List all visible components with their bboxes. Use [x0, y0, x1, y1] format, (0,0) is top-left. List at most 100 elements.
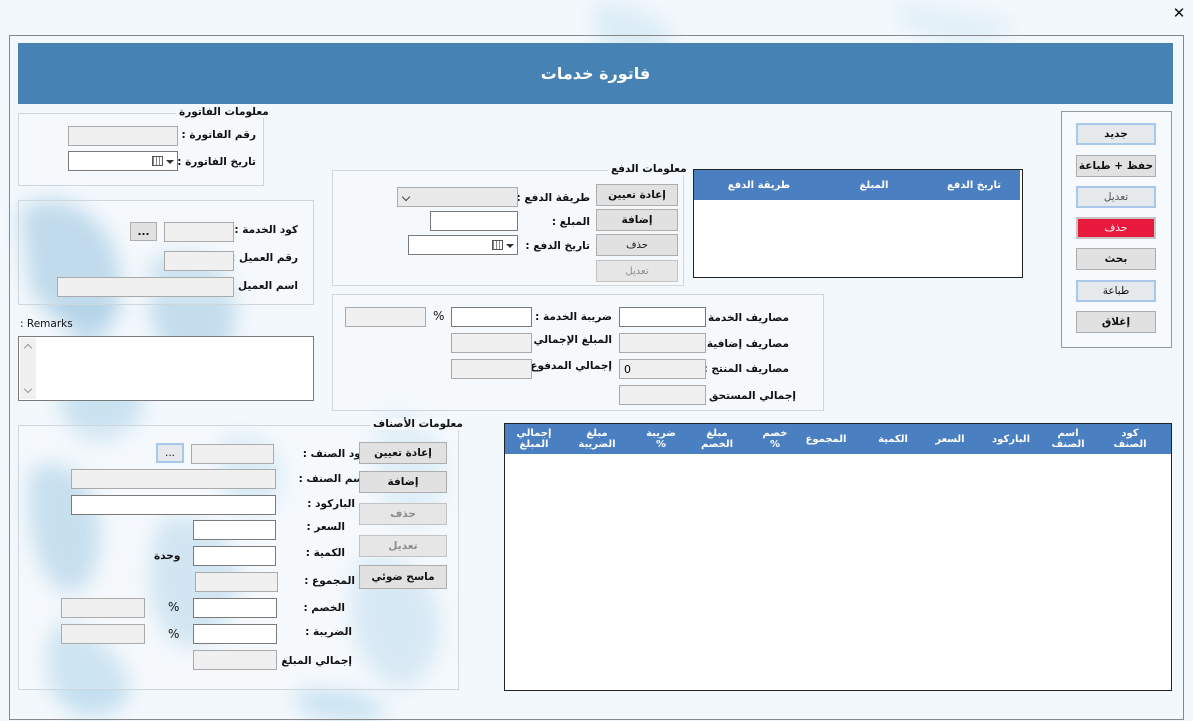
item-reset-button[interactable]: إعادة تعيين [359, 442, 447, 464]
payment-date-label: تاريخ الدفع : [525, 240, 590, 252]
payment-amount-label: المبلغ : [551, 216, 590, 228]
calendar-icon [152, 156, 163, 166]
discount-amount-field[interactable] [61, 598, 145, 618]
grid-header-tax-percent[interactable]: ضريبة% [646, 428, 676, 450]
dropdown-arrow-icon [506, 244, 514, 248]
page-title: فاتورة خدمات [540, 64, 651, 83]
payment-edit-button[interactable]: تعديل [596, 260, 678, 282]
remarks-scrollbar[interactable] [20, 338, 36, 399]
customer-number-label: رقم العميل : [231, 252, 298, 264]
remarks-textarea[interactable] [18, 336, 314, 401]
barcode-scanner-button[interactable]: ماسح ضوئي [359, 565, 447, 589]
customer-name-field[interactable] [57, 277, 234, 297]
item-name-field[interactable] [71, 469, 276, 489]
grid-header-price[interactable]: السعر [935, 434, 965, 445]
grid-header-barcode[interactable]: الباركود [992, 434, 1030, 445]
items-info-title: معلومات الأصناف [370, 418, 466, 430]
service-tax-percent-symbol: % [433, 309, 445, 323]
tax-amount-field[interactable] [61, 624, 145, 644]
delete-button[interactable]: حذف [1076, 217, 1156, 239]
service-tax-label: ضريبة الخدمة : [535, 311, 612, 323]
payment-info-title: معلومات الدفع [608, 163, 690, 175]
service-tax-amount-field[interactable] [345, 307, 426, 327]
payment-grid[interactable]: تاريخ الدفع المبلغ طريقة الدفع [693, 169, 1023, 278]
total-paid-field[interactable] [451, 359, 532, 379]
grid-header-amount[interactable]: المبلغ [859, 180, 889, 191]
payment-add-button[interactable]: إضافة [596, 209, 678, 231]
grid-header-total[interactable]: المجموع [805, 434, 847, 445]
tax-label: الضريبة : [305, 626, 352, 638]
quantity-field[interactable] [193, 546, 276, 566]
calendar-icon [492, 240, 503, 250]
chevron-down-icon [401, 192, 411, 202]
invoice-date-label: تاريخ الفاتورة : [177, 156, 256, 168]
payment-date-picker[interactable] [408, 235, 518, 255]
new-button[interactable]: جديد [1076, 123, 1156, 145]
remarks-label: : Remarks [20, 318, 73, 330]
payment-delete-button[interactable]: حذف [596, 234, 678, 256]
scroll-up-icon[interactable] [23, 343, 33, 353]
item-delete-button[interactable]: حذف [359, 503, 447, 525]
gross-amount-label: المبلغ الإجمالي : [525, 334, 612, 346]
item-total-field[interactable] [195, 572, 278, 592]
payment-amount-field[interactable] [430, 211, 518, 231]
total-due-field[interactable] [619, 385, 706, 405]
item-edit-button[interactable]: تعديل [359, 535, 447, 557]
item-add-button[interactable]: إضافة [359, 471, 447, 493]
grid-header-payment-method[interactable]: طريقة الدفع [727, 180, 791, 191]
edit-button[interactable]: تعديل [1076, 186, 1156, 208]
barcode-field[interactable] [71, 495, 276, 515]
quantity-label: الكمية : [305, 547, 345, 559]
grid-header-quantity[interactable]: الكمية [878, 434, 908, 445]
extra-charges-field[interactable] [619, 333, 706, 353]
price-label: السعر : [306, 521, 345, 533]
item-code-label: كود الصنف : [302, 448, 367, 460]
service-code-field[interactable] [164, 222, 234, 242]
invoice-info-group [18, 113, 264, 186]
total-due-label: إجمالي المستحق : [701, 390, 796, 402]
tax-field[interactable] [193, 624, 277, 644]
price-field[interactable] [193, 520, 276, 540]
save-print-button[interactable]: حفظ + طباعة [1076, 155, 1156, 177]
item-browse-button[interactable]: ... [156, 443, 184, 463]
service-tax-field[interactable] [451, 307, 532, 327]
grid-header-payment-date[interactable]: تاريخ الدفع [946, 180, 1002, 191]
payment-method-label: طريقة الدفع : [516, 192, 590, 204]
grid-header-discount-percent[interactable]: خصم% [762, 428, 788, 450]
close-button[interactable]: إغلاق [1076, 311, 1156, 333]
total-paid-label: إجمالي المدفوع : [522, 360, 612, 372]
product-charges-label: مصاريف المنتج : [703, 363, 789, 375]
dropdown-arrow-icon [166, 160, 174, 164]
product-charges-field[interactable] [619, 359, 706, 379]
search-button[interactable]: بحث [1076, 248, 1156, 270]
tax-percent-symbol: % [168, 627, 180, 641]
customer-number-field[interactable] [164, 251, 234, 271]
scroll-down-icon[interactable] [23, 384, 33, 394]
print-button[interactable]: طباعة [1076, 280, 1156, 302]
barcode-label: الباركود : [307, 498, 355, 510]
payment-method-select[interactable] [397, 187, 518, 207]
item-total-amount-field[interactable] [193, 650, 277, 670]
gross-amount-field[interactable] [451, 333, 532, 353]
unit-label: وحدة [154, 550, 181, 562]
service-charges-field[interactable] [619, 307, 706, 327]
invoice-number-field[interactable] [68, 126, 178, 146]
invoice-date-picker[interactable] [68, 151, 178, 171]
item-code-field[interactable] [191, 444, 274, 464]
service-code-label: كود الخدمة : [234, 224, 298, 236]
service-browse-button[interactable]: ... [130, 222, 157, 241]
payment-grid-header: تاريخ الدفع المبلغ طريقة الدفع [694, 170, 1020, 200]
service-charges-label: مصاريف الخدمة : [700, 312, 789, 324]
item-name-label: اسم الصنف : [298, 473, 367, 485]
close-window-icon[interactable]: ✕ [1172, 4, 1186, 22]
payment-reset-button[interactable]: إعادة تعيين [596, 184, 678, 206]
discount-field[interactable] [193, 598, 277, 618]
